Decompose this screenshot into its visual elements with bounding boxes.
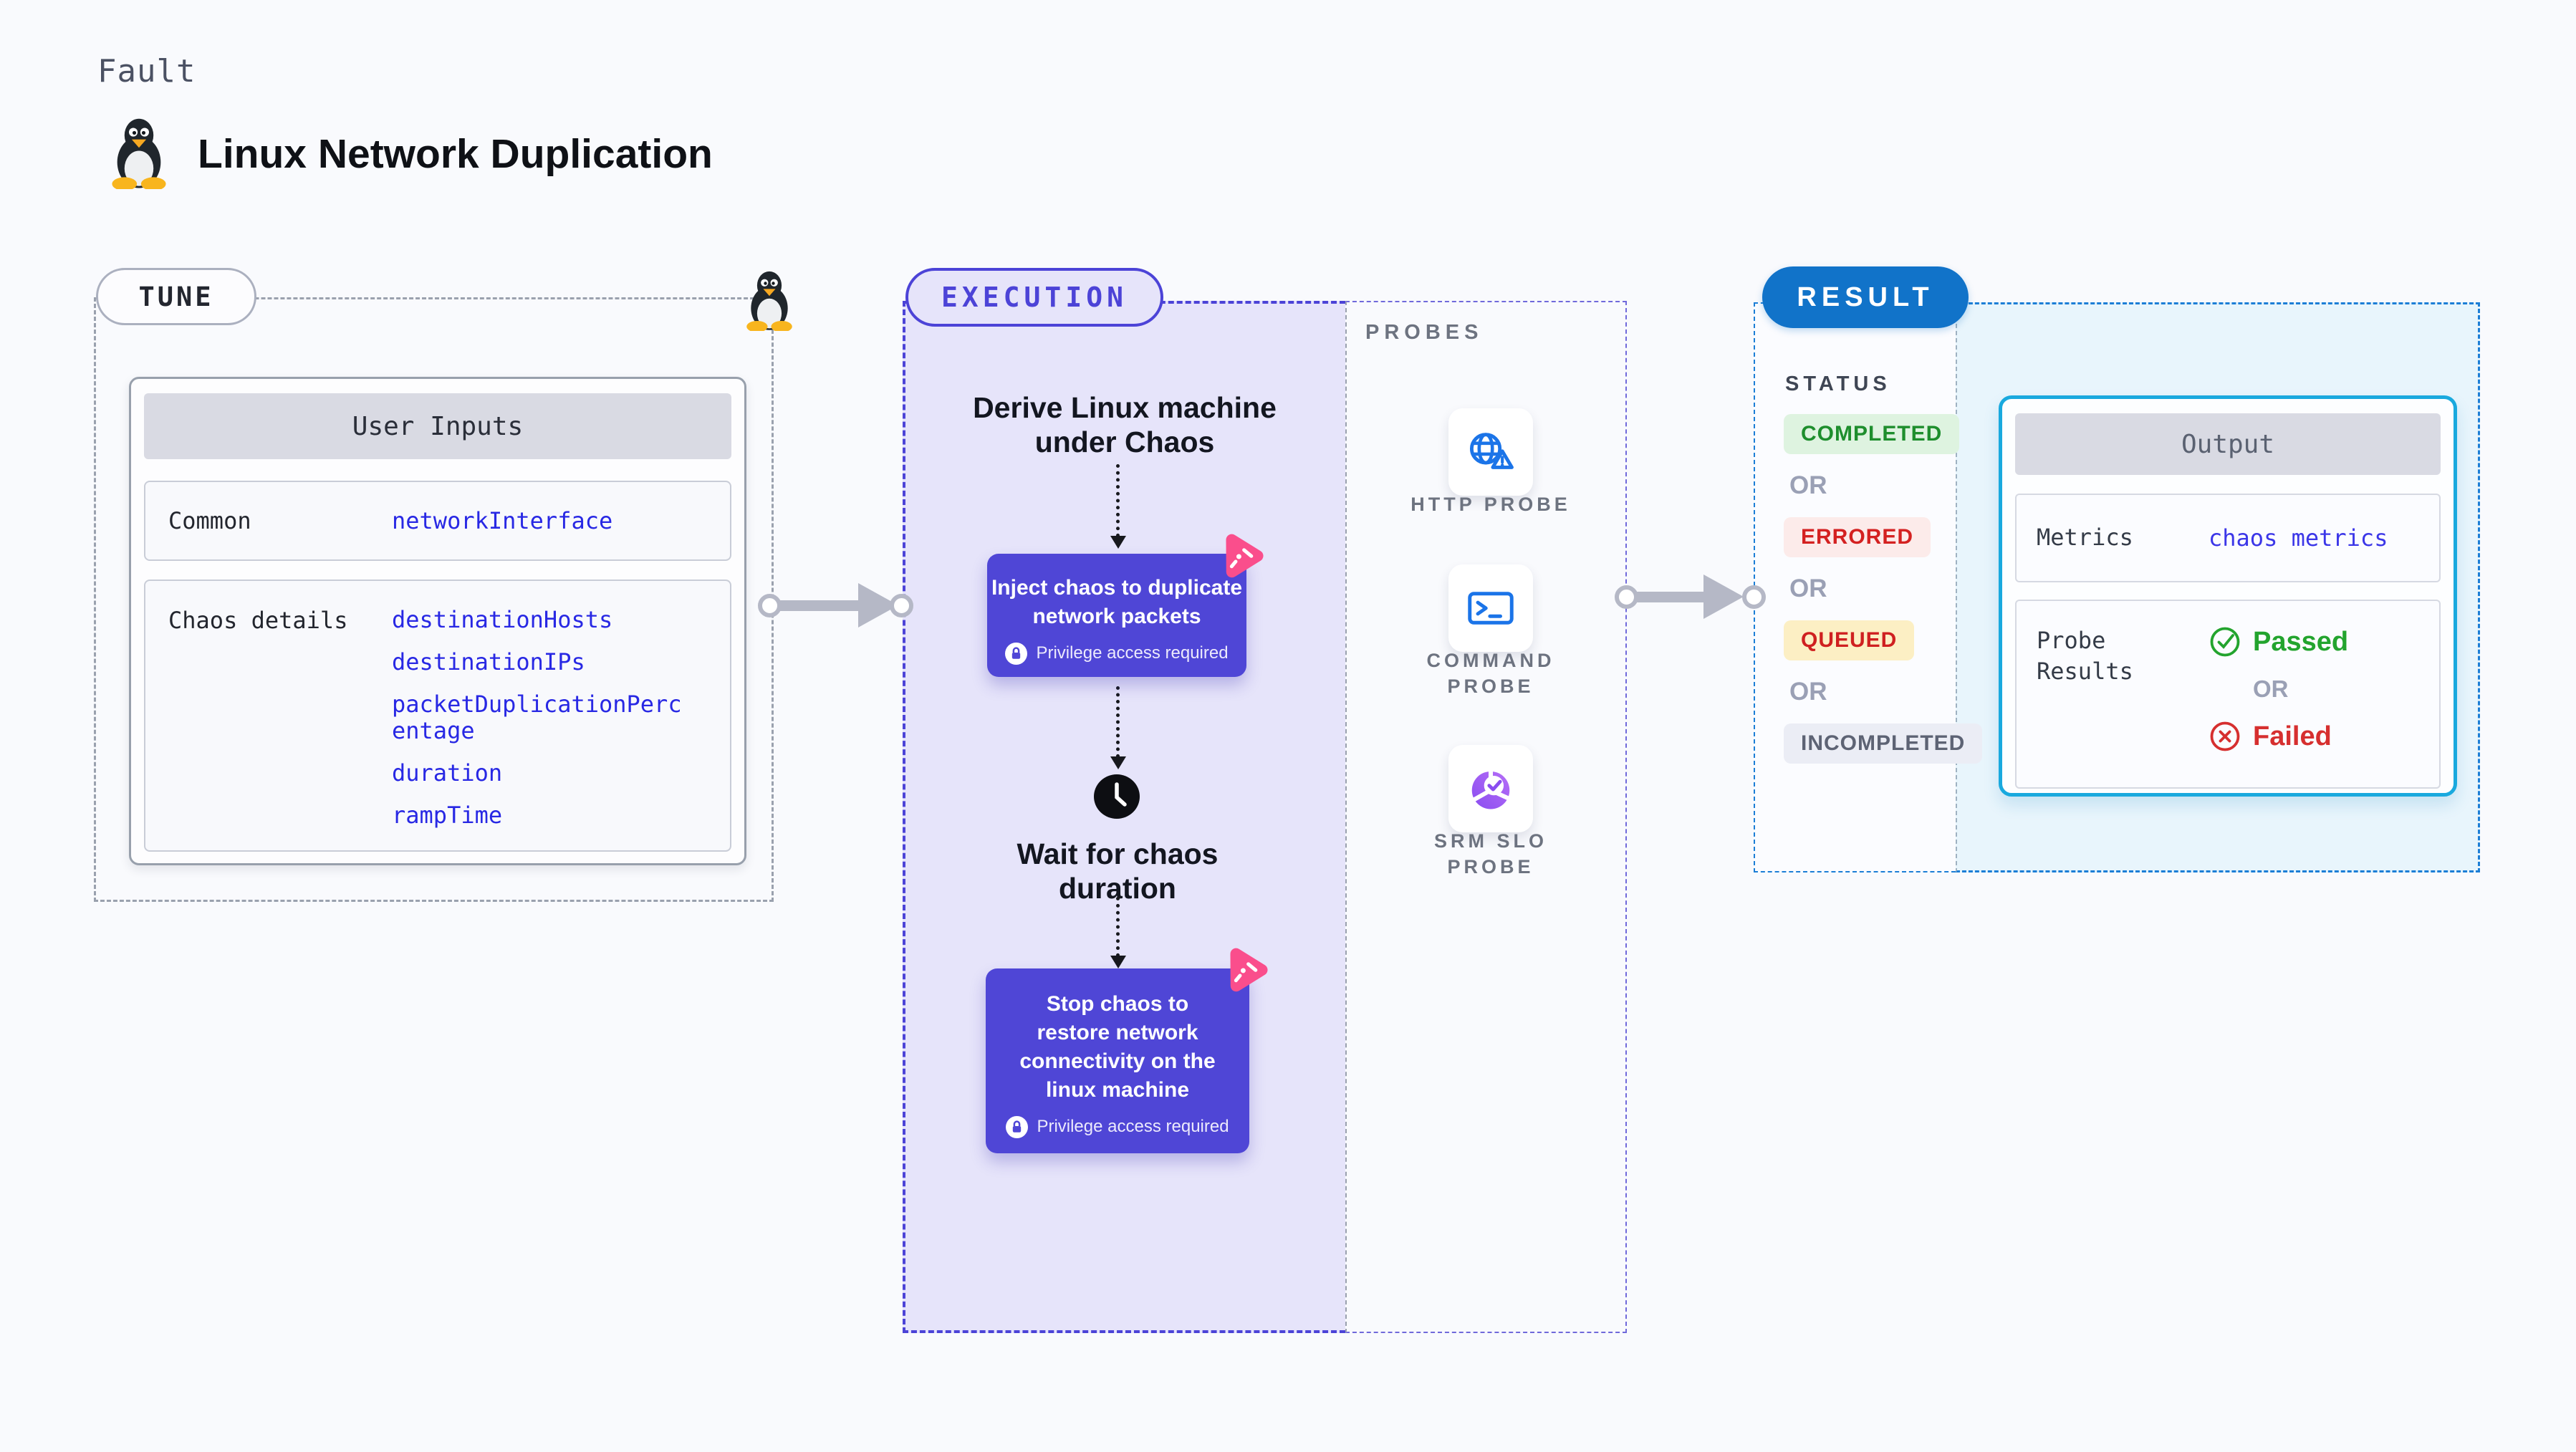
result-pill: RESULT [1762,266,1969,328]
chaos-details-label: Chaos details [168,607,348,634]
execution-pill: EXECUTION [905,268,1163,327]
chaos-logo-icon [1220,945,1270,995]
tune-to-execution-arrow [772,600,864,611]
lock-icon [1005,643,1027,665]
slo-gauge-icon [1466,764,1516,814]
probes-section-box [1345,301,1627,1333]
status-badge-errored: ERRORED [1784,517,1931,557]
chaos-details-values: destinationHosts destinationIPs packetDu… [392,606,693,830]
status-badge-completed: COMPLETED [1784,414,1960,454]
output-header: Output [2015,413,2441,475]
chaos-value: packetDuplicationPercentage [392,690,682,745]
common-row: Common networkInterface [144,481,731,561]
probe-results-values: Passed OR Failed [2209,625,2348,753]
lock-icon [1006,1116,1028,1138]
chaos-details-row: Chaos details destinationHosts destinati… [144,580,731,852]
tune-pill: TUNE [96,268,256,325]
privilege-note: Privilege access required [986,1116,1249,1138]
chaos-value: destinationHosts [392,606,613,633]
execution-to-result-arrow [1635,592,1709,602]
chaos-value: destinationIPs [392,648,585,675]
status-badge-queued: QUEUED [1784,620,1915,660]
derive-step-title: Derive Linux machine under Chaos [973,391,1277,459]
failed-result: Failed [2209,720,2348,753]
or-separator: OR [1789,678,1827,706]
clock-icon [1093,774,1140,819]
http-probe-card [1448,408,1533,496]
check-circle-icon [2209,625,2241,658]
command-probe-label: COMMAND PROBE [1426,650,1555,698]
page-title: Linux Network Duplication [198,131,713,177]
chaos-value: rampTime [392,801,503,829]
chaos-value: duration [392,759,503,787]
status-list: COMPLETED OR ERRORED OR QUEUED OR INCOMP… [1784,414,1983,764]
passed-label: Passed [2253,626,2349,657]
wait-step-title: Wait for chaos duration [1017,837,1219,905]
common-value: networkInterface [392,507,613,534]
flow-arrow-down-icon [1110,464,1126,549]
metrics-label: Metrics [2037,524,2133,552]
terminal-icon [1465,587,1517,630]
linux-tux-icon-small [741,268,798,331]
flow-arrow-down-icon [1110,686,1126,769]
common-label: Common [168,507,251,534]
srm-slo-probe-card [1448,745,1533,832]
privilege-note: Privilege access required [987,643,1246,665]
stop-chaos-step-box: Stop chaos to restore network connectivi… [986,968,1249,1153]
chaos-logo-icon [1216,531,1266,581]
connector-dot [1742,585,1766,609]
or-separator: OR [1789,574,1827,602]
status-badge-incompleted: INCOMPLETED [1784,723,1983,764]
user-inputs-card: User Inputs Common networkInterface Chao… [129,377,746,865]
or-separator: OR [2253,675,2289,702]
failed-label: Failed [2253,721,2332,751]
passed-result: Passed [2209,625,2348,658]
arrow-head-icon [1703,574,1744,619]
status-heading: STATUS [1785,372,1891,395]
command-probe-card [1448,564,1533,652]
metrics-value: chaos metrics [2209,524,2388,552]
or-separator: OR [1789,471,1827,499]
connector-dot [1615,585,1638,609]
srm-slo-probe-label: SRM SLO PROBE [1433,830,1547,878]
probe-results-row: Probe Results Passed OR Failed [2015,600,2441,789]
probe-results-label: Probe Results [2037,627,2133,686]
cross-circle-icon [2209,720,2241,753]
output-card: Output Metrics chaos metrics Probe Resul… [1999,395,2457,797]
connector-dot [890,594,913,617]
inject-chaos-step-box: Inject chaos to duplicate network packet… [987,554,1246,677]
fault-eyebrow: Fault [97,53,196,90]
linux-tux-icon [105,115,173,189]
probes-label: PROBES [1365,321,1484,344]
http-probe-label: HTTP PROBE [1410,494,1571,515]
flow-arrow-down-icon [1110,897,1126,968]
user-inputs-header: User Inputs [144,393,731,459]
globe-alert-icon [1464,428,1517,476]
metrics-row: Metrics chaos metrics [2015,494,2441,582]
connector-dot [758,594,782,617]
